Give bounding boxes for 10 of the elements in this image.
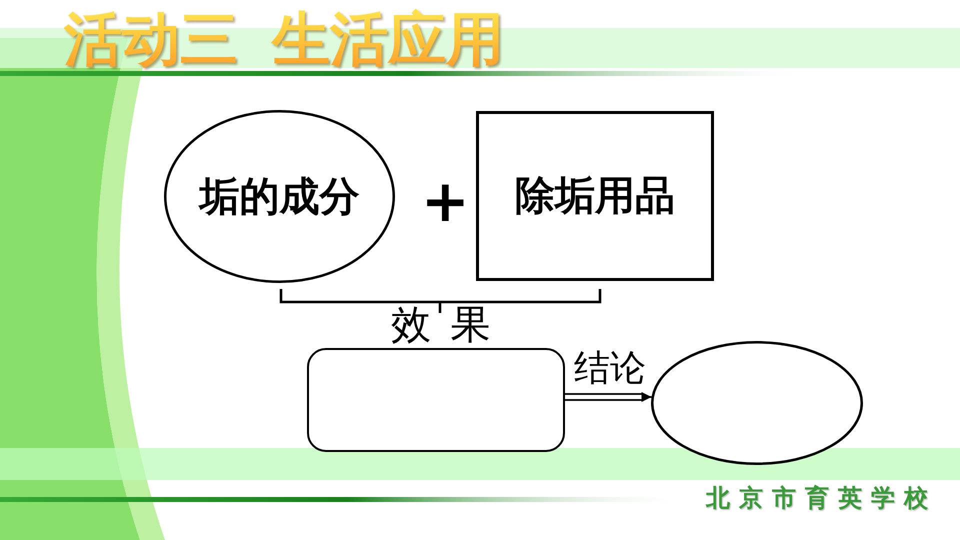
- ellipse-node: [651, 341, 863, 465]
- arrow: [564, 392, 652, 402]
- rounded-rectangle: [307, 348, 565, 452]
- node-text: 垢的成分: [200, 174, 360, 218]
- ellipse-node: [164, 110, 395, 283]
- bracket-label: 效 果: [391, 303, 491, 347]
- rectangle-node: [476, 111, 714, 281]
- plus-sign: +: [421, 170, 470, 234]
- footer-text: 北京市育英学校: [706, 485, 937, 512]
- node-text: 除垢用品: [515, 174, 675, 218]
